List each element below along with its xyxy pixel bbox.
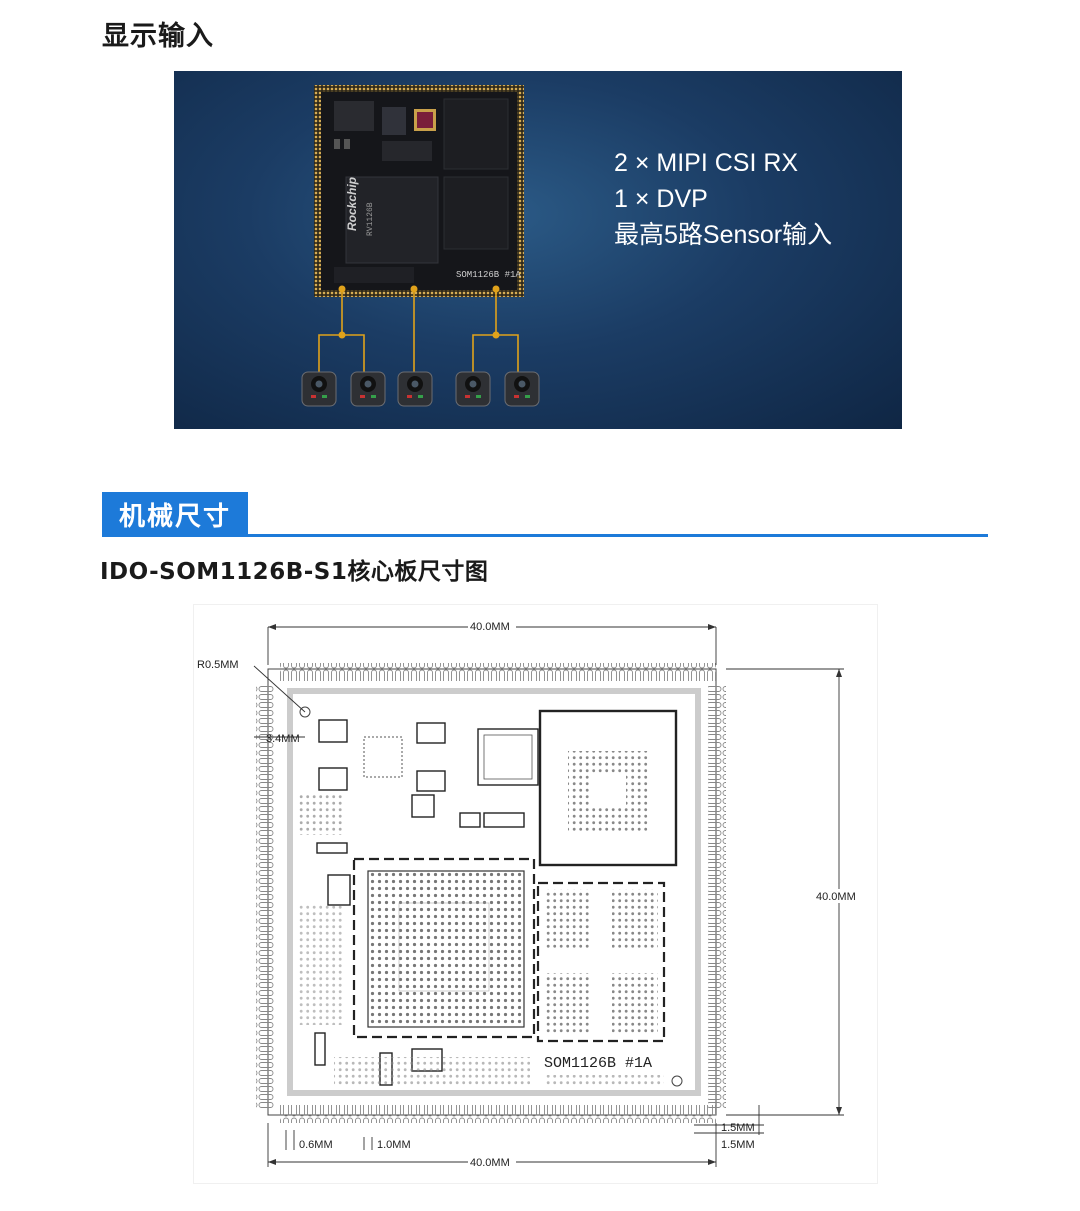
small-ic bbox=[363, 736, 403, 778]
camera-sensor-3 bbox=[397, 371, 433, 407]
drawing-title: IDO-SOM1126B-S1核心板尺寸图 bbox=[100, 559, 489, 585]
section-title-display-input: 显示输入 bbox=[102, 21, 214, 52]
bottom-castellated-pads bbox=[280, 1105, 716, 1123]
dimension-drawing-svg: SOM1126B #1A bbox=[197, 619, 864, 1169]
banner-feature-list: 2 × MIPI CSI RX 1 × DVP 最高5路Sensor输入 bbox=[614, 145, 832, 253]
section-tab-mechanical-size: 机械尺寸 bbox=[102, 492, 248, 536]
chip-model-text: RV1126B bbox=[366, 202, 375, 236]
dim-top-width: 40.0MM bbox=[470, 621, 510, 633]
mounting-hole-br bbox=[671, 1075, 683, 1087]
dim-pitch-a: 0.6MM bbox=[299, 1139, 333, 1151]
camera-sensor-1 bbox=[301, 371, 337, 407]
camera-sensor-2 bbox=[350, 371, 386, 407]
soc-footprint bbox=[352, 857, 536, 1039]
mounting-hole-tl bbox=[299, 706, 311, 718]
module-illustration: Rockchip RV1126B SOM1126B #1A bbox=[301, 85, 540, 407]
dim-right-height: 40.0MM bbox=[816, 891, 856, 903]
sensor-connectors bbox=[318, 289, 519, 373]
left-castellated-pads bbox=[256, 685, 274, 1109]
top-castellated-pads bbox=[280, 663, 716, 681]
memory-chip-2 bbox=[443, 176, 509, 250]
dim-hole-offset: 3.4MM bbox=[266, 733, 300, 745]
drawing-board-marking: SOM1126B #1A bbox=[544, 1055, 652, 1072]
section-divider bbox=[102, 534, 988, 537]
feature-sensor-input: 最高5路Sensor输入 bbox=[614, 221, 833, 249]
dim-pitch-b: 1.0MM bbox=[377, 1139, 411, 1151]
chip-brand-text: Rockchip bbox=[345, 177, 359, 231]
feature-mipi: 2 × MIPI CSI RX bbox=[614, 149, 799, 177]
camera-sensor-4 bbox=[455, 371, 491, 407]
dim-edge-b: 1.5MM bbox=[721, 1139, 755, 1151]
feature-dvp: 1 × DVP bbox=[614, 185, 708, 213]
soc-bga bbox=[367, 870, 525, 1028]
ddr-footprint bbox=[536, 881, 666, 1043]
camera-sensor-5 bbox=[504, 371, 540, 407]
memory-chip-1 bbox=[443, 98, 509, 170]
right-castellated-pads bbox=[708, 685, 726, 1109]
dim-corner-radius: R0.5MM bbox=[197, 659, 239, 671]
soc-chip bbox=[345, 176, 439, 264]
board-marking-text: SOM1126B #1A bbox=[456, 270, 521, 280]
mechanical-drawing: SOM1126B #1A bbox=[193, 604, 878, 1184]
dim-edge-a: 1.5MM bbox=[721, 1122, 755, 1134]
display-input-banner: Rockchip RV1126B SOM1126B #1A bbox=[174, 71, 902, 429]
dim-bottom-width: 40.0MM bbox=[470, 1157, 510, 1169]
